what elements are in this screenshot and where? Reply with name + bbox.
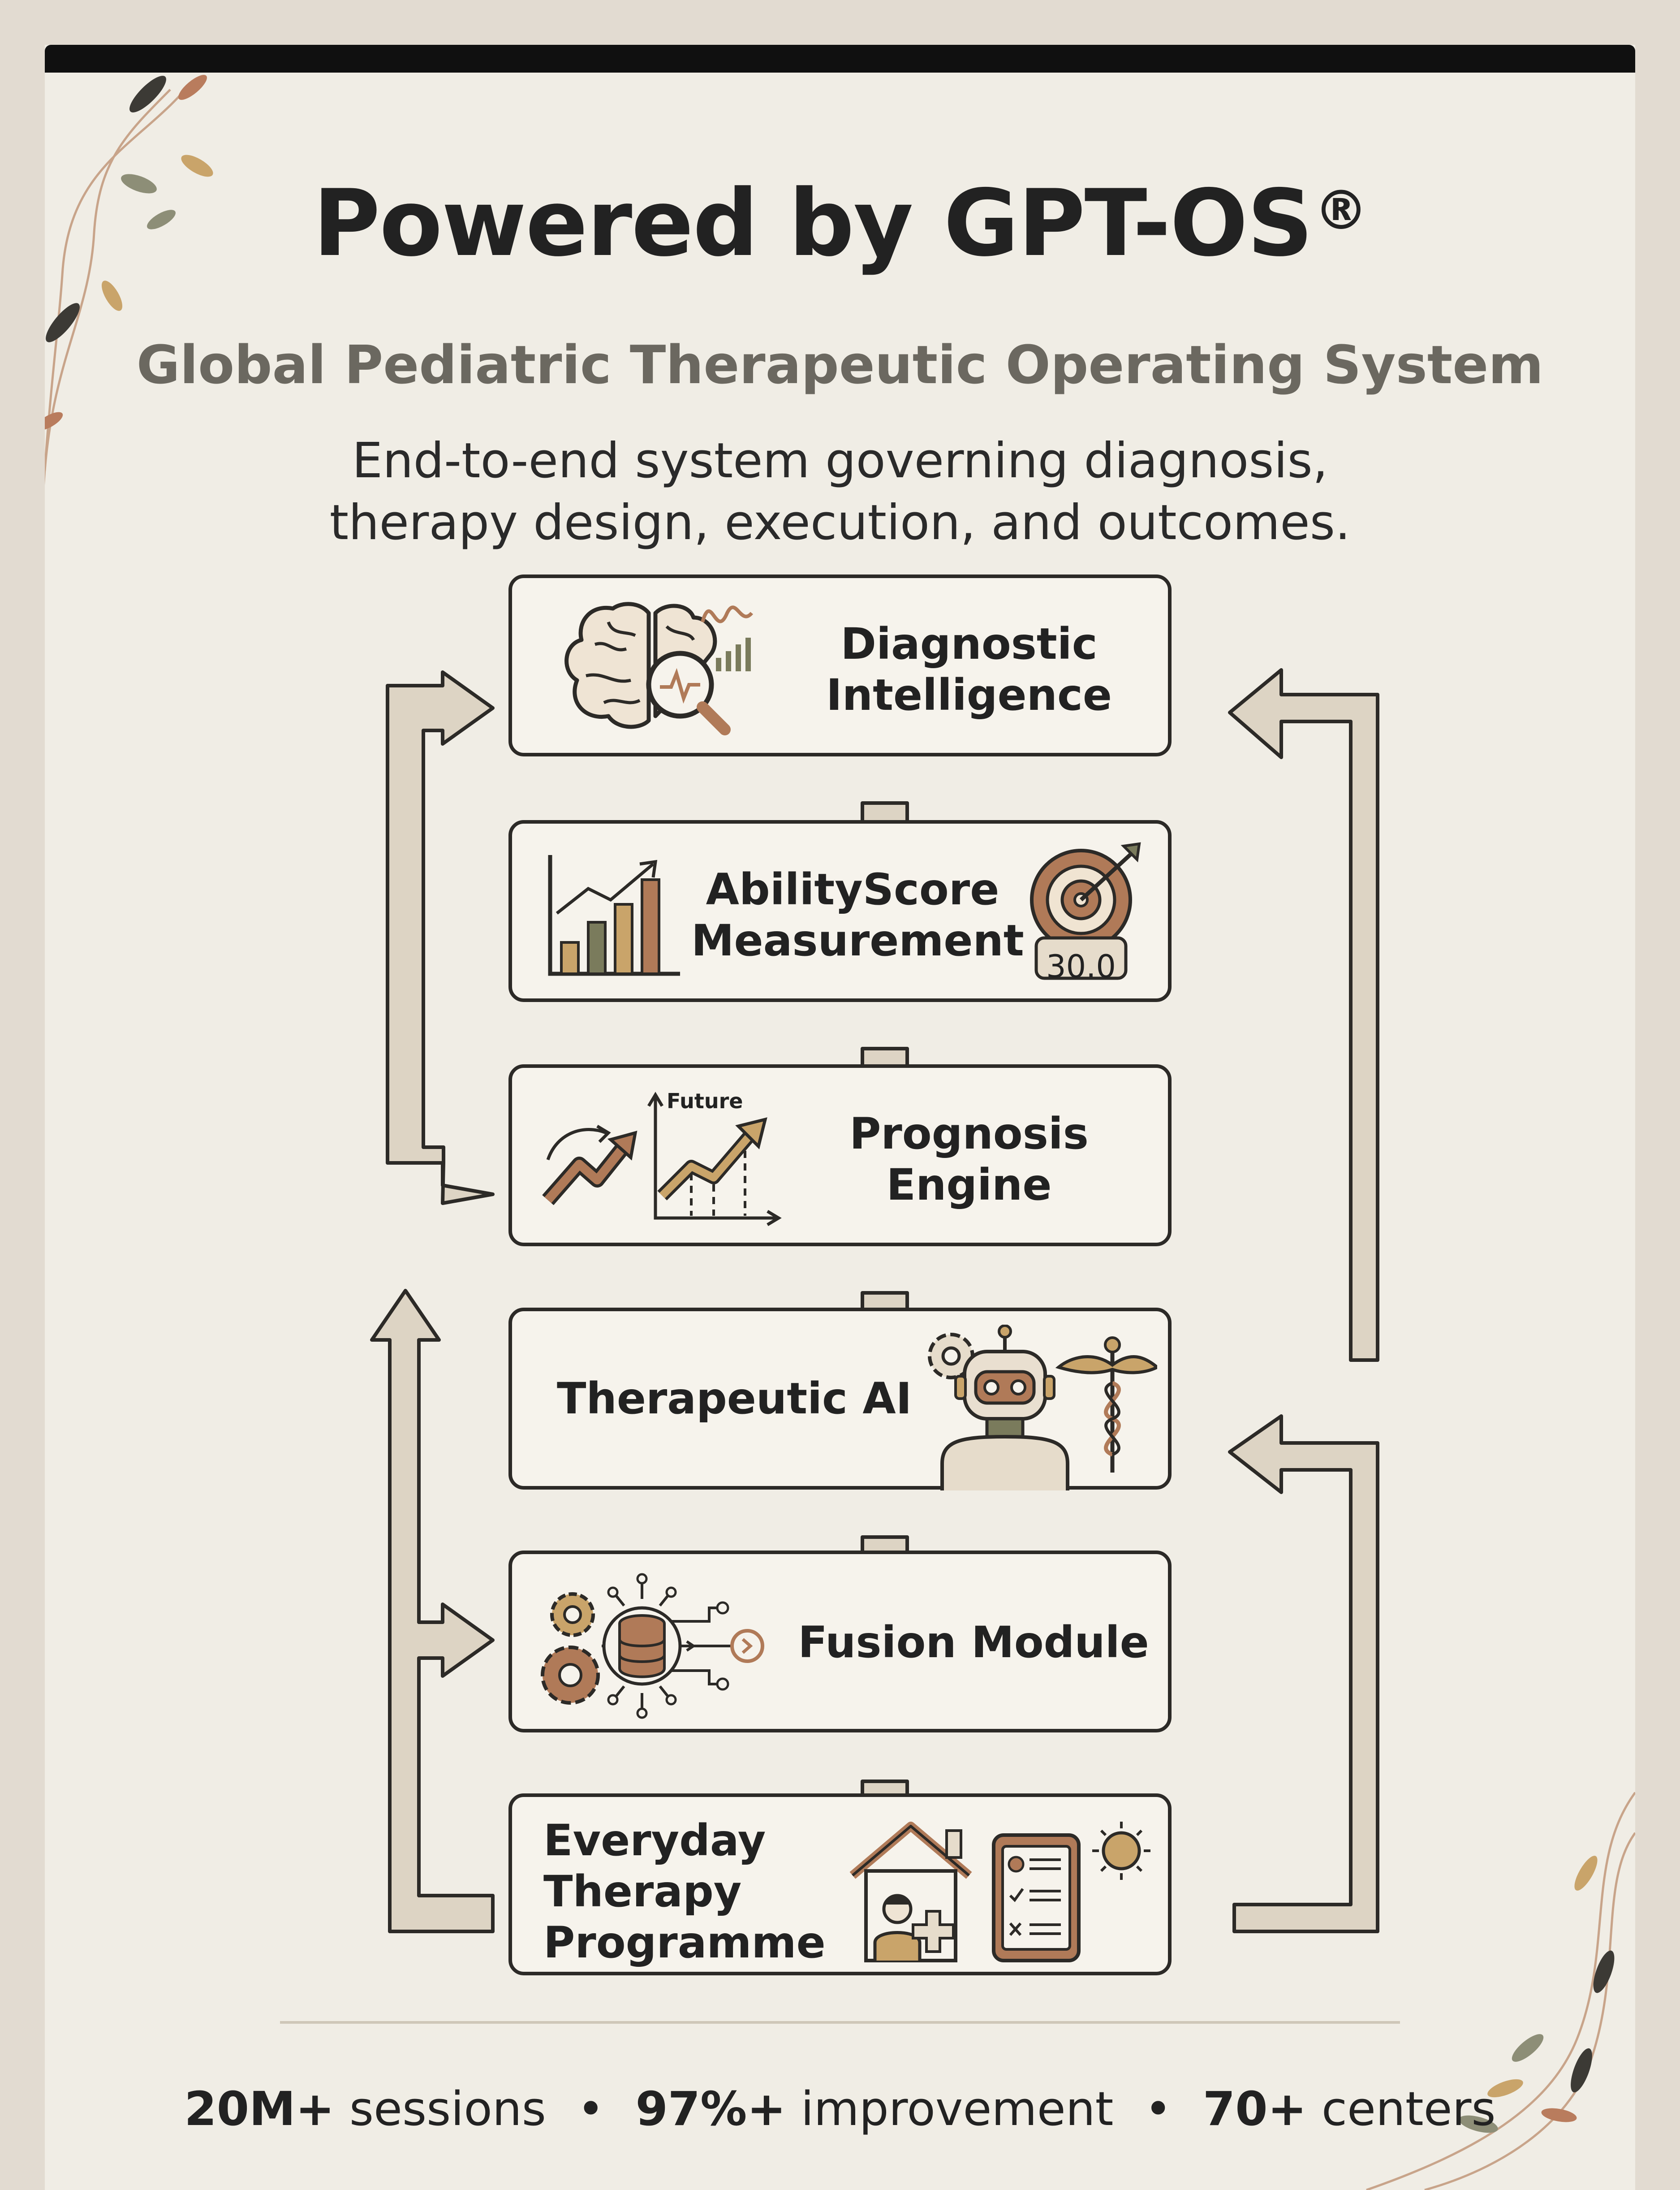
module-prognosis-engine: Future Prognosis Engine xyxy=(508,1064,1172,1246)
divider xyxy=(280,2021,1400,2024)
module-everyday-therapy: Everyday Therapy Programme xyxy=(508,1793,1172,1975)
stats-separator: • xyxy=(577,2082,605,2136)
stat-sessions-label: sessions xyxy=(349,2082,546,2136)
module-fusion: Fusion Module xyxy=(508,1551,1172,1732)
bar-chart-icon xyxy=(548,855,680,976)
page-subtitle: Global Pediatric Therapeutic Operating S… xyxy=(136,334,1544,396)
trend-arrow-icon xyxy=(542,1092,782,1227)
page-title: Powered by GPT-OS® xyxy=(313,170,1368,277)
stat-improvement-value: 97%+ xyxy=(635,2082,786,2136)
home-tablet-icon xyxy=(849,1822,1150,1962)
future-label: Future xyxy=(667,1089,743,1113)
module-label: Diagnostic Intelligence xyxy=(826,619,1112,720)
gears-database-icon xyxy=(541,1573,764,1719)
description-line-2: therapy design, execution, and outcomes. xyxy=(329,495,1351,551)
page-description: End-to-end system governing diagnosis, t… xyxy=(45,430,1635,554)
robot-icon xyxy=(928,1325,1157,1490)
score-badge: 30.0 xyxy=(1046,948,1116,985)
module-therapeutic-ai: Therapeutic AI xyxy=(508,1308,1172,1490)
stat-centers-value: 70+ xyxy=(1202,2082,1307,2136)
module-label: Everyday Therapy Programme xyxy=(543,1815,826,1968)
target-icon xyxy=(1030,842,1141,980)
module-label: AbilityScore Measurement xyxy=(691,864,1024,966)
brain-magnifier-icon xyxy=(564,602,754,735)
registered-mark: ® xyxy=(1314,180,1368,242)
module-label: Fusion Module xyxy=(798,1617,1149,1667)
stat-sessions-value: 20M+ xyxy=(184,2082,335,2136)
stat-centers-label: centers xyxy=(1321,2082,1496,2136)
infographic-card: Powered by GPT-OS® Global Pediatric Ther… xyxy=(45,45,1635,2190)
module-label: Prognosis Engine xyxy=(849,1109,1089,1210)
description-line-1: End-to-end system governing diagnosis, xyxy=(352,433,1328,489)
module-label: Therapeutic AI xyxy=(557,1374,912,1424)
stats-separator: • xyxy=(1144,2082,1172,2136)
top-bar xyxy=(45,45,1635,73)
stats-bar: 20M+ sessions • 97%+ improvement • 70+ c… xyxy=(45,2082,1635,2136)
stat-improvement-label: improvement xyxy=(801,2082,1114,2136)
module-diagnostic-intelligence: Diagnostic Intelligence xyxy=(508,574,1172,756)
module-abilityscore-measurement: AbilityScore Measurement 30.0 xyxy=(508,820,1172,1002)
